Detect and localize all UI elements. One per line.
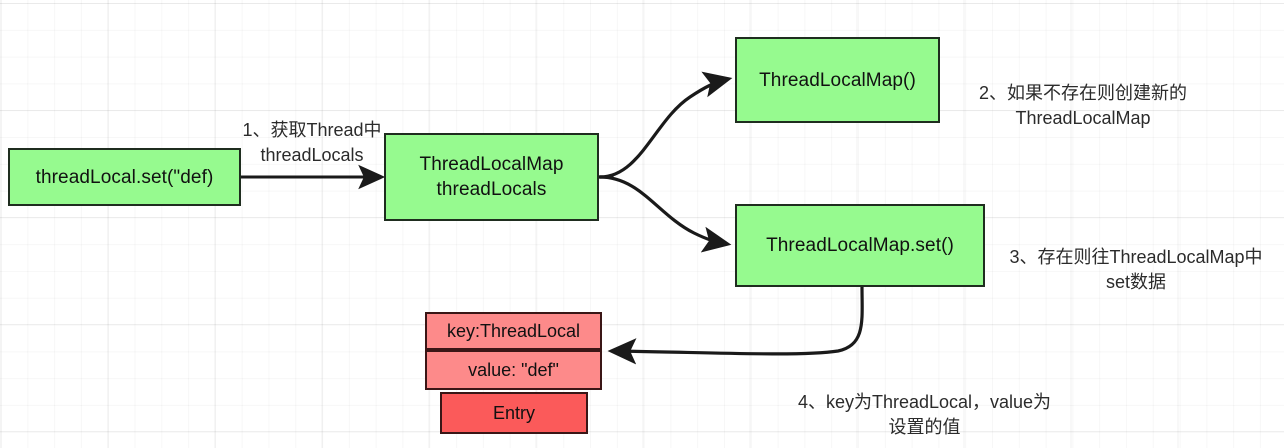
entry-row-key-label: key:ThreadLocal bbox=[446, 321, 581, 341]
note-get-thread-threadlocals-label: 1、获取Thread中 threadLocals bbox=[242, 120, 382, 165]
entry-row-key[interactable]: key:ThreadLocal bbox=[425, 312, 602, 350]
note-get-thread-threadlocals: 1、获取Thread中 threadLocals bbox=[202, 93, 422, 168]
note-create-new-map-label: 2、如果不存在则创建新的 ThreadLocalMap bbox=[978, 83, 1187, 128]
entry-row-name[interactable]: Entry bbox=[440, 392, 588, 434]
node-threadlocalmap-threadlocals-label: ThreadLocalMap threadLocals bbox=[419, 154, 564, 200]
edge-threadlocals-to-map-set bbox=[598, 175, 732, 253]
entry-row-value-label: value: "def" bbox=[468, 360, 559, 380]
note-key-value-description-label: 4、key为ThreadLocal，value为 设置的值 bbox=[797, 392, 1052, 437]
edge-threadlocals-to-new-map bbox=[598, 71, 733, 179]
entry-row-value[interactable]: value: "def" bbox=[425, 350, 602, 390]
node-threadlocalmap-set[interactable]: ThreadLocalMap.set() bbox=[735, 204, 985, 287]
node-threadlocal-set[interactable]: threadLocal.set("def) bbox=[8, 148, 241, 206]
edge-map-set-to-entry bbox=[607, 285, 864, 365]
node-threadlocalmap-constructor-label: ThreadLocalMap() bbox=[759, 69, 916, 91]
node-threadlocalmap-set-label: ThreadLocalMap.set() bbox=[766, 235, 954, 256]
note-key-value-description: 4、key为ThreadLocal，value为 设置的值 bbox=[772, 365, 1077, 440]
node-threadlocalmap-constructor[interactable]: ThreadLocalMap() bbox=[735, 37, 940, 123]
note-create-new-map: 2、如果不存在则创建新的 ThreadLocalMap bbox=[943, 56, 1223, 131]
note-set-into-existing-map-label: 3、存在则往ThreadLocalMap中 set数据 bbox=[1009, 247, 1263, 292]
node-threadlocal-set-label: threadLocal.set("def) bbox=[35, 166, 214, 188]
note-set-into-existing-map: 3、存在则往ThreadLocalMap中 set数据 bbox=[988, 220, 1284, 295]
entry-row-name-label: Entry bbox=[492, 403, 535, 423]
node-threadlocalmap-threadlocals[interactable]: ThreadLocalMap threadLocals bbox=[384, 133, 599, 221]
